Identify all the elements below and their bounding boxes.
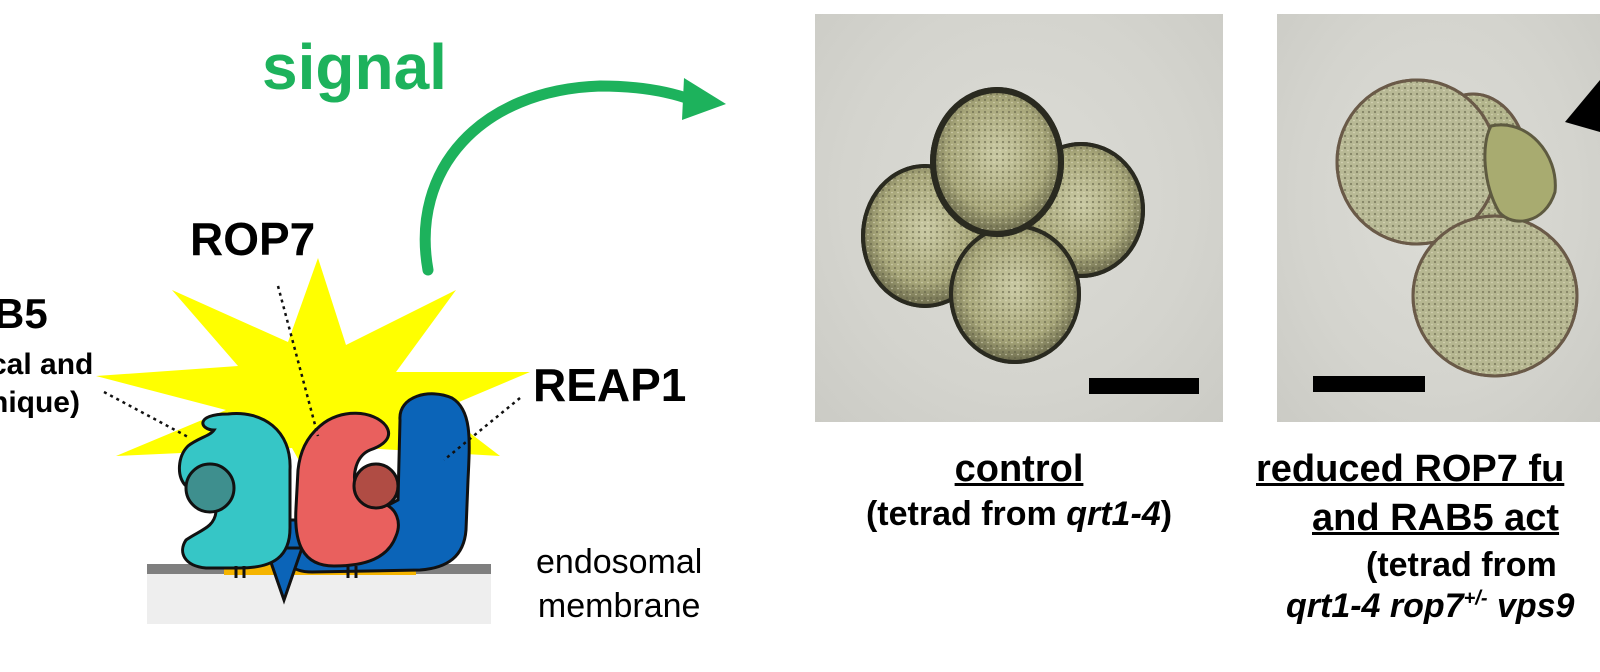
rab5-sublabel-line1: cal and	[0, 348, 94, 381]
mutant-genotype-b: vps9	[1487, 587, 1575, 625]
mutant-genotype-a: qrt1-4 rop7	[1286, 587, 1464, 625]
membrane-label: endosomal membrane	[536, 540, 702, 628]
rab5-sublabel: cal and nique)	[0, 346, 93, 422]
lipid-anchors	[234, 566, 358, 578]
control-caption-title: control	[954, 448, 1084, 490]
signal-arrow	[419, 80, 698, 276]
mutant-caption-sub: (tetrad from	[1366, 546, 1557, 584]
control-micrograph	[815, 14, 1223, 422]
control-sub-genotype: qrt1-4	[1066, 495, 1161, 533]
control-pollen-grains	[861, 87, 1145, 364]
control-tetrad-image	[861, 87, 1199, 394]
mutant-caption-genotype: qrt1-4 rop7+/- vps9	[1286, 587, 1600, 626]
mutant-arrowhead-marker	[1565, 80, 1600, 132]
rab5-label: B5	[0, 290, 48, 337]
mutant-caption: reduced ROP7 fu and RAB5 act (tetrad fro…	[1254, 448, 1600, 626]
signal-arrowhead	[682, 78, 726, 120]
membrane-label-line2: membrane	[537, 587, 701, 625]
rop7-nucleotide	[352, 462, 400, 510]
mutant-caption-title-line2: and RAB5 act	[1312, 497, 1560, 539]
mutant-pollen-grains	[1335, 78, 1579, 378]
membrane-label-line1: endosomal	[536, 543, 703, 581]
control-sub-prefix: (tetrad from	[865, 495, 1067, 533]
mutant-caption-title-line1: reduced ROP7 fu	[1256, 448, 1565, 490]
mutant-genotype-sup: +/-	[1463, 587, 1488, 610]
rop7-label: ROP7	[190, 213, 316, 265]
schematic-diagram	[96, 78, 726, 624]
control-scale-bar	[1089, 378, 1199, 394]
rab5-sublabel-line2: nique)	[0, 386, 80, 419]
membrane-shadow	[147, 572, 491, 624]
mutant-micrograph	[1277, 14, 1600, 422]
mutant-tetrad-image	[1313, 78, 1600, 392]
control-caption: control (tetrad from qrt1-4)	[815, 448, 1223, 534]
signal-burst	[96, 258, 530, 520]
reap1-label: REAP1	[533, 359, 687, 411]
control-caption-sub: (tetrad from qrt1-4)	[815, 495, 1223, 534]
leader-lines	[103, 285, 521, 461]
signal-label: signal	[262, 31, 447, 103]
rab5-nucleotide	[184, 462, 236, 514]
control-sub-suffix: )	[1160, 495, 1173, 533]
mutant-scale-bar	[1313, 376, 1425, 392]
